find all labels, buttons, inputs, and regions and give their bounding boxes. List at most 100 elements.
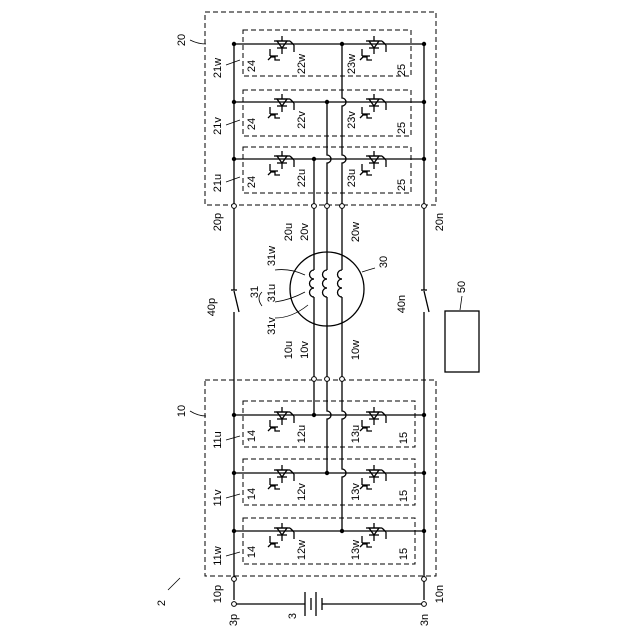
label-inv2-leg-w: 21w: [212, 58, 224, 78]
inv2-upper-switch-0: [268, 36, 294, 60]
leader-11u: [226, 436, 240, 440]
label-diode1: 14: [246, 488, 258, 500]
label-diode1: 14: [246, 430, 258, 442]
inv2-lower-switch-2-sensor: [360, 172, 372, 175]
phase-v-upper: [327, 102, 331, 262]
label-inv2-p: 20p: [212, 213, 224, 231]
inv2-upper-switch-1: [268, 94, 294, 118]
terminal-node: [232, 204, 237, 209]
terminal-node: [422, 602, 427, 607]
label-inv1-lo-u: 13u: [350, 425, 362, 443]
label-inv1-up-w: 12w: [296, 540, 308, 560]
label-windings: 31: [249, 286, 261, 298]
junction-dot: [422, 413, 426, 417]
label-inv2-v: 20v: [299, 223, 311, 241]
terminal-node: [232, 602, 237, 607]
label-inv1-lo-w: 13w: [350, 540, 362, 560]
label-inv1-lo-v: 13v: [350, 483, 362, 501]
label-diode2b: 25: [396, 179, 408, 191]
inv2-upper-switch-1-sensor: [268, 115, 280, 118]
junction-dot: [232, 413, 236, 417]
label-diode2: 24: [246, 60, 258, 72]
terminal-node: [340, 377, 345, 382]
inv1-lower-switch-2: [360, 523, 386, 547]
label-coil-v: 31v: [266, 317, 278, 335]
coil-v-turn: [323, 288, 328, 297]
inv2-lower-switch-1-sensor: [360, 115, 372, 118]
label-battery-p: 3p: [228, 614, 240, 626]
leader-21v: [226, 120, 240, 125]
phase-v-lower: [327, 325, 331, 473]
label-inv1: 10: [176, 405, 188, 417]
coil-u-turn: [310, 279, 315, 288]
inv1-upper-switch-1-sensor: [268, 486, 280, 489]
inv1-lower-switch-0: [360, 407, 386, 431]
inv1-upper-switch-0: [268, 407, 294, 431]
inv1-upper-switch-2: [268, 523, 294, 547]
label-inv2-w: 20w: [350, 222, 362, 242]
junction-dot: [422, 157, 426, 161]
terminal-node: [325, 377, 330, 382]
inv1-upper-switch-1: [268, 465, 294, 489]
inv2-lower-switch-2: [360, 151, 386, 175]
terminal-node: [312, 377, 317, 382]
label-diode1b: 15: [398, 432, 410, 444]
terminal-node: [340, 204, 345, 209]
coil-w: [338, 262, 343, 325]
label-inv2-up-u: 22u: [296, 169, 308, 187]
inv1-upper-switch-2-sensor: [268, 544, 280, 547]
label-diode1b: 15: [398, 548, 410, 560]
inv2-upper-switch-0-sensor: [268, 57, 280, 60]
leader-30: [362, 268, 375, 272]
inv1-leg-w-outline: [243, 518, 415, 564]
label-motor: 30: [378, 256, 390, 268]
label-inv1-u: 10u: [283, 341, 295, 359]
leader-2: [168, 578, 180, 590]
junction-dot: [232, 42, 236, 46]
switch-40n: [424, 291, 429, 312]
junction-dot: [422, 529, 426, 533]
inv1-leg-u-outline: [243, 401, 415, 447]
label-inv2-leg-u: 21u: [212, 174, 224, 192]
reference-labels: 233p3n1010p10n10u10v10w11u11v11w12u12v12…: [156, 34, 468, 626]
label-inv1-n: 10n: [434, 585, 446, 603]
label-diode2b: 25: [396, 64, 408, 76]
coil-v-turn: [323, 279, 328, 288]
junction-dot: [422, 100, 426, 104]
coil-w-turn: [338, 288, 343, 297]
inverter-2-outline: [205, 12, 436, 205]
junction-dot: [325, 100, 329, 104]
terminal-node: [422, 577, 427, 582]
label-system: 2: [156, 600, 168, 606]
leader-21w: [226, 60, 240, 65]
label-inv1-up-v: 12v: [296, 483, 308, 501]
junction-dot: [232, 157, 236, 161]
label-controller: 50: [456, 281, 468, 293]
inv1-lower-switch-1: [360, 465, 386, 489]
coil-v: [323, 262, 328, 325]
leader-50: [460, 296, 462, 310]
terminal-node: [312, 204, 317, 209]
label-battery-n: 3n: [419, 614, 431, 626]
junction-dot: [232, 471, 236, 475]
label-inv2: 20: [176, 34, 188, 46]
label-coil-w: 31w: [266, 246, 278, 266]
junction-dot: [340, 42, 344, 46]
phase-w-lower: [342, 325, 346, 531]
inv2-upper-switch-2: [268, 151, 294, 175]
inv2-lower-switch-0-sensor: [360, 57, 372, 60]
label-inv2-lo-v: 23v: [346, 111, 358, 129]
junction-dot: [340, 529, 344, 533]
junction-dot: [422, 42, 426, 46]
coil-u-turn: [310, 270, 315, 279]
terminal-node: [232, 577, 237, 582]
label-inv2-up-w: 22w: [296, 54, 308, 74]
label-diode1: 14: [246, 546, 258, 558]
controller-box: [445, 311, 479, 372]
inverter-1-outline: [205, 380, 436, 576]
terminal-node: [325, 204, 330, 209]
leader-31v: [275, 305, 308, 318]
junction-dot: [312, 157, 316, 161]
label-diode2b: 25: [396, 122, 408, 134]
